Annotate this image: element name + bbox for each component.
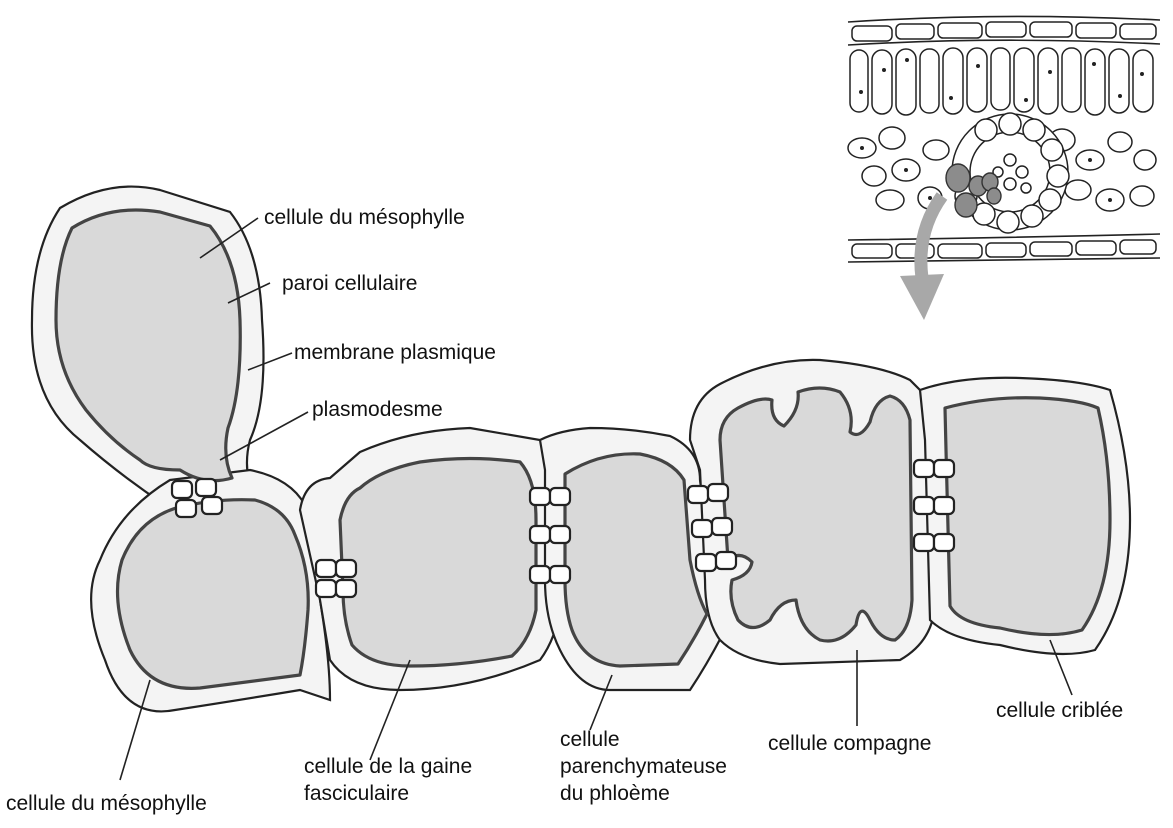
label-bundle-sheath-1: cellule de la gaine [304, 755, 472, 778]
companion-cell-cytoplasm [720, 388, 912, 641]
palisade-cells [850, 48, 1153, 115]
label-sieve-cell: cellule criblée [996, 699, 1123, 722]
upper-epidermis-cells [852, 22, 1156, 41]
vascular-bundle [946, 113, 1069, 233]
label-mesophyll-bottom: cellule du mésophylle [6, 792, 207, 815]
plasmodesma-group-5 [914, 460, 954, 551]
label-plasmodesma: plasmodesme [312, 398, 443, 421]
label-phloem-parenchyma-2: parenchymateuse [560, 755, 727, 778]
label-cell-wall: paroi cellulaire [282, 272, 417, 295]
label-mesophyll-top: cellule du mésophylle [264, 206, 465, 229]
label-plasma-membrane: membrane plasmique [294, 341, 496, 364]
leaf-cross-section-inset [848, 16, 1160, 320]
mesophyll-cytoplasm-bottom [118, 500, 309, 689]
label-companion-cell: cellule compagne [768, 732, 931, 755]
label-phloem-parenchyma-3: du phloème [560, 782, 670, 805]
plasmodesma-group-4 [688, 484, 736, 571]
lower-epidermis-cells [852, 240, 1156, 258]
label-phloem-parenchyma-1: cellule [560, 728, 620, 751]
sieve-cell-cytoplasm [945, 398, 1110, 635]
label-bundle-sheath-2: fasciculaire [304, 782, 409, 805]
plasmodesma-group-3 [530, 488, 570, 583]
bundle-sheath-cytoplasm [340, 459, 536, 667]
phloem-parenchyma-cytoplasm [565, 454, 707, 666]
